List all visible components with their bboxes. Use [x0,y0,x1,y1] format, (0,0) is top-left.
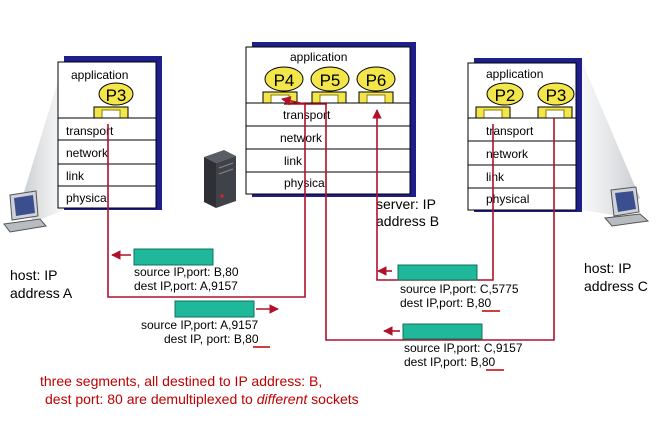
server-application-label: application [290,50,347,64]
segment-2-box [174,300,255,318]
server-network-label: network [280,131,323,145]
host-a-transport-label: transport [66,124,114,138]
caption-line2-prefix: dest port: 80 are demultiplexed to [45,391,257,407]
host-c-physical-layer [467,187,577,211]
host-c-network-layer [467,140,577,166]
host-c-process-p2-label: P2 [495,86,516,105]
server-transport-label: transport [283,108,331,122]
host-c-label-line1: host: IP [584,260,631,276]
caption-line2-emph: different [257,391,309,407]
segment-4-dst: dest IP,port: B,80 [404,355,495,369]
host-a-label-line1: host: IP [10,267,57,283]
flow-a-to-p4 [107,96,306,298]
server-physical-layer [245,171,411,195]
segment-3-box [397,264,478,281]
host-c-beam [582,62,640,216]
server-tower-icon [204,150,236,208]
server-link-layer [245,148,411,173]
server-process-p4-label: P4 [274,71,295,90]
server-network-layer [245,125,411,150]
segment-3: source IP,port: C,5775 dest IP,port: B,8… [397,264,519,312]
host-a-physical-layer [57,185,157,209]
segment-4-box [402,323,483,340]
segment-4-src: source IP,port: C,9157 [404,341,523,355]
server-link-label: link [284,154,303,168]
host-c-transport-label: transport [486,124,534,138]
server-label-line2: address B [376,213,439,229]
host-a-label-line2: address A [10,285,73,301]
server-process-p5 [310,66,350,92]
server-process-p6-label: P6 [366,71,387,90]
host-a-network-label: network [66,146,109,160]
host-a-network-layer [57,139,157,165]
segment-1-src: source IP,port: B,80 [134,265,239,279]
host-a-process [98,82,134,106]
server-process-p4 [264,66,304,92]
host-c-network-label: network [486,147,529,161]
host-a-physical-label: physical [66,191,109,205]
host-c-link-layer [467,164,577,189]
segment-1-dst: dest IP,port: A,9157 [134,279,238,293]
host-c-computer-icon [603,186,650,227]
caption-line2-suffix: sockets [307,391,358,407]
host-a-process-label: P3 [106,86,127,105]
segment-2: source IP,port: A,9157 dest IP, port: B,… [141,300,270,348]
host-c-link-label: link [486,170,505,184]
segment-1-box [133,248,214,266]
host-a-computer-icon [3,190,47,233]
segment-2-src: source IP,port: A,9157 [141,318,259,332]
caption-line2: dest port: 80 are demultiplexed to diffe… [45,391,359,407]
caption-line1: three segments, all destined to IP addre… [40,373,322,389]
host-c: application P2 P3 transport network link… [467,58,650,294]
host-c-process-p3 [537,82,575,106]
segment-4: source IP,port: C,9157 dest IP,port: B,8… [402,323,523,371]
server-label-line1: server: IP [376,196,436,212]
flow-c9157-to-p4 [325,104,555,341]
host-c-process-p3-label: P3 [546,86,567,105]
host-c-physical-label: physical [486,192,529,206]
server-b: application P4 P5 P6 transport network l… [204,42,439,229]
host-c-label-line2: address C [584,278,648,294]
host-a-link-label: link [66,169,85,183]
segment-2-dst: dest IP, port: B,80 [164,332,259,346]
host-c-process-p2 [486,82,524,106]
server-process-p6 [356,66,396,92]
host-a-application-label: application [71,68,128,82]
segment-3-src: source IP,port: C,5775 [400,282,519,296]
host-a-beam [20,62,64,222]
segment-1: source IP,port: B,80 dest IP,port: A,915… [133,248,239,293]
server-process-p5-label: P5 [320,71,341,90]
host-c-application-label: application [486,67,543,81]
host-a: application P3 transport network link ph… [3,56,162,301]
segment-3-dst: dest IP,port: B,80 [400,296,491,310]
